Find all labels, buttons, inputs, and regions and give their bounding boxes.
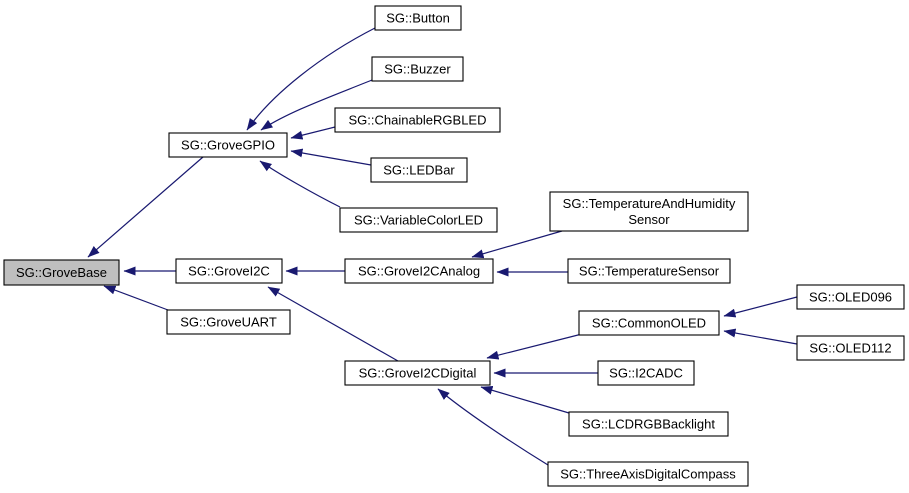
class-node-threeaxisdigitalcompass[interactable]: SG::ThreeAxisDigitalCompass (547, 461, 749, 487)
class-node-box-button (374, 5, 462, 31)
class-node-box-groveuart (166, 309, 291, 335)
edges-layer (87, 27, 798, 466)
class-node-box-threeaxisdigitalcompass (547, 461, 749, 487)
class-node-oled096[interactable]: SG::OLED096 (796, 284, 905, 310)
class-node-label-variablecolorled: SG::VariableColorLED (354, 213, 483, 228)
class-node-box-temperaturesensor (567, 258, 731, 284)
inheritance-edge-oled096-to-commonoled (723, 296, 798, 318)
inheritance-edge-threeaxisdigitalcompass-to-grovei2cdigital (437, 388, 549, 466)
class-node-grovebase[interactable]: SG::GroveBase (3, 259, 120, 286)
class-node-box-lcdrgbbacklight (568, 411, 729, 437)
class-node-label-grovei2cdigital: SG::GroveI2CDigital (359, 366, 477, 381)
class-node-grovei2cdigital[interactable]: SG::GroveI2CDigital (344, 360, 491, 386)
nodes-layer: SG::GroveBase SG::GroveGPIO SG::ButtonSG::… (3, 5, 905, 487)
class-node-box-grovei2cdigital (344, 360, 491, 386)
class-node-chainablergbled[interactable]: SG::ChainableRGBLED (334, 107, 501, 133)
inheritance-edge-lcdrgbbacklight-to-grovei2cdigital (480, 385, 570, 414)
class-node-variablecolorled[interactable]: SG::VariableColorLED (339, 207, 498, 233)
class-node-box-grovei2c (175, 258, 283, 284)
inheritance-edge-oled112-to-commonoled (723, 328, 798, 345)
class-node-grovei2c[interactable]: SG::GroveI2C (175, 258, 283, 284)
class-node-i2cadc[interactable]: SG::I2CADC (597, 360, 695, 386)
class-node-box-ledbar (370, 157, 468, 183)
class-node-label-button: SG::Button (386, 11, 450, 26)
class-node-box-oled112 (796, 335, 905, 361)
inheritance-edge-groveuart-to-grovebase (103, 285, 169, 311)
inheritance-edge-chainablergbled-to-grovegpio (290, 126, 336, 140)
inheritance-edge-grovegpio-to-grovebase (87, 156, 204, 258)
class-node-label-oled096: SG::OLED096 (809, 290, 892, 305)
class-node-label-commonoled: SG::CommonOLED (592, 316, 706, 331)
class-node-grovei2canalog[interactable]: SG::GroveI2CAnalog (344, 258, 494, 284)
class-node-box-temperatureandhumiditysensor (549, 191, 749, 232)
class-node-label-threeaxisdigitalcompass: SG::ThreeAxisDigitalCompass (560, 467, 736, 482)
class-node-box-commonoled (578, 310, 720, 336)
class-node-label-buzzer: SG::Buzzer (384, 62, 451, 77)
class-node-ledbar[interactable]: SG::LEDBar (370, 157, 468, 183)
inheritance-edge-temperatureandhumiditysensor-to-grovei2canalog (471, 230, 563, 259)
class-node-label-lcdrgbbacklight: SG::LCDRGBBacklight (582, 417, 715, 432)
class-node-label-temperatureandhumiditysensor-line1: SG::TemperatureAndHumidity (563, 196, 736, 211)
inheritance-edge-button-to-grovegpio (246, 27, 376, 131)
class-node-label-grovei2c: SG::GroveI2C (188, 264, 270, 279)
class-node-label-grovegpio: SG::GroveGPIO (181, 138, 275, 153)
class-node-button[interactable]: SG::Button (374, 5, 462, 31)
class-node-lcdrgbbacklight[interactable]: SG::LCDRGBBacklight (568, 411, 729, 437)
class-node-box-i2cadc (597, 360, 695, 386)
class-node-oled112[interactable]: SG::OLED112 (796, 335, 905, 361)
class-node-box-variablecolorled (339, 207, 498, 233)
class-node-label-groveuart: SG::GroveUART (180, 315, 277, 330)
class-node-grovegpio[interactable]: SG::GroveGPIO (168, 132, 288, 158)
class-node-label-i2cadc: SG::I2CADC (609, 366, 683, 381)
class-node-box-chainablergbled (334, 107, 501, 133)
inheritance-edge-commonoled-to-grovei2cdigital (486, 333, 583, 360)
class-node-label-oled112: SG::OLED112 (809, 341, 891, 356)
class-node-temperaturesensor[interactable]: SG::TemperatureSensor (567, 258, 731, 284)
inheritance-edge-ledbar-to-grovegpio (290, 148, 372, 166)
class-node-label-temperaturesensor: SG::TemperatureSensor (579, 264, 720, 279)
class-node-label-grovebase: SG::GroveBase (16, 265, 107, 280)
class-node-label-ledbar: SG::LEDBar (383, 163, 455, 178)
class-node-label-grovei2canalog: SG::GroveI2CAnalog (358, 264, 480, 279)
class-node-commonoled[interactable]: SG::CommonOLED (578, 310, 720, 336)
class-node-box-grovei2canalog (344, 258, 494, 284)
inheritance-edge-grovei2cdigital-to-grovei2c (267, 286, 399, 362)
class-node-box-buzzer (371, 56, 464, 82)
class-node-box-grovebase (3, 259, 120, 286)
inheritance-edge-variablecolorled-to-grovegpio (259, 160, 341, 208)
inheritance-edge-buzzer-to-grovegpio (260, 79, 373, 131)
class-node-box-oled096 (796, 284, 905, 310)
class-node-buzzer[interactable]: SG::Buzzer (371, 56, 464, 82)
class-node-box-grovegpio (168, 132, 288, 158)
class-node-groveuart[interactable]: SG::GroveUART (166, 309, 291, 335)
class-node-label-chainablergbled: SG::ChainableRGBLED (348, 113, 486, 128)
class-node-label-temperatureandhumiditysensor-line2: Sensor (628, 212, 670, 227)
